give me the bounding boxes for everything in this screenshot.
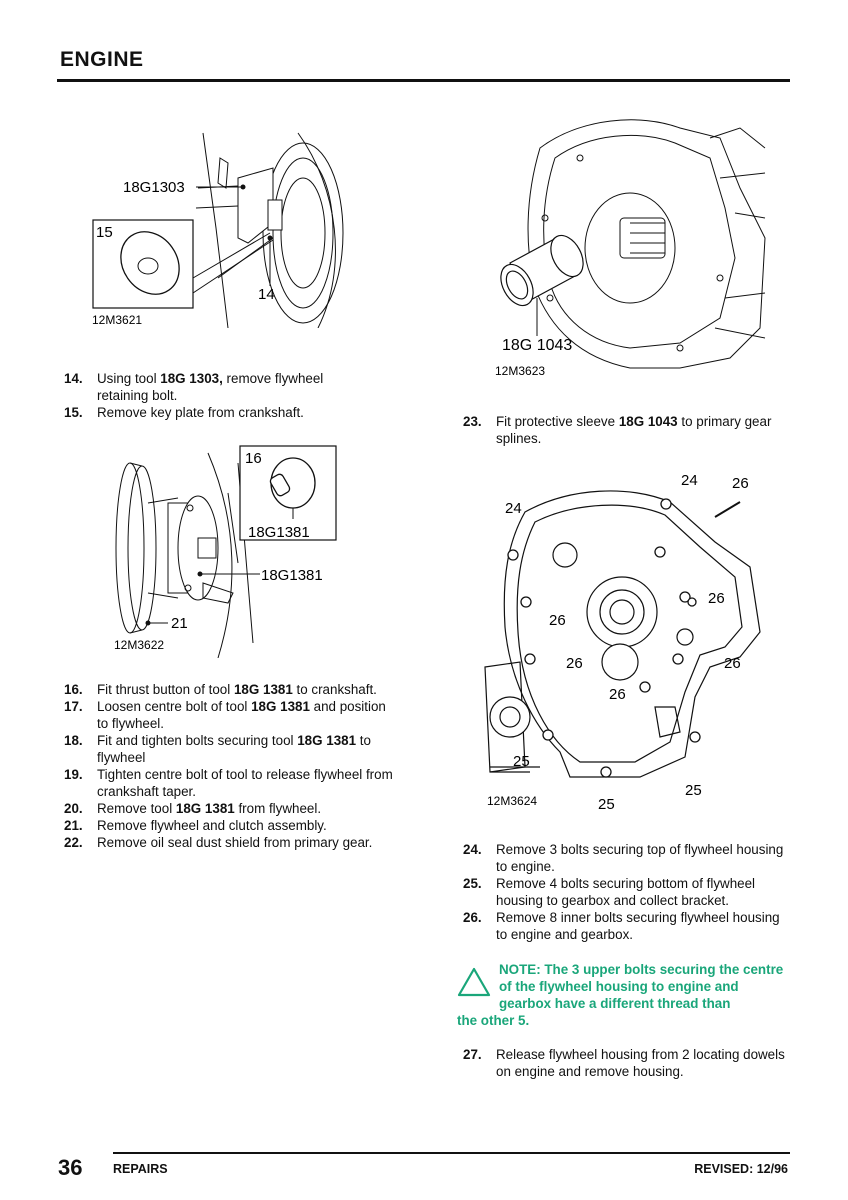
steps-27: 27.Release flywheel housing from 2 locat… bbox=[463, 1046, 788, 1080]
step-18: 18.Fit and tighten bolts securing tool 1… bbox=[64, 733, 371, 765]
note-text-end: the other 5. bbox=[457, 1013, 530, 1028]
page-number: 36 bbox=[58, 1155, 83, 1180]
step-14: 14.Using tool 18G 1303, remove flywheel … bbox=[64, 371, 324, 403]
note-text: NOTE: The 3 upper bolts securing the cen… bbox=[499, 962, 784, 1011]
step-20: 20.Remove tool 18G 1381 from flywheel. bbox=[64, 801, 322, 816]
callout-25b: 25 bbox=[685, 782, 702, 799]
step-22: 22.Remove oil seal dust shield from prim… bbox=[64, 835, 373, 850]
step-27: 27.Release flywheel housing from 2 locat… bbox=[463, 1047, 785, 1079]
step-15: 15.Remove key plate from crankshaft. bbox=[64, 405, 304, 420]
callout-15: 15 bbox=[96, 224, 113, 241]
tool-label-18G1303: 18G1303 bbox=[123, 179, 185, 196]
page-title: ENGINE bbox=[60, 48, 144, 71]
callout-26c: 26 bbox=[549, 612, 566, 629]
figure-id: 12M3624 bbox=[487, 794, 537, 808]
step-19: 19.Tighten centre bolt of tool to releas… bbox=[64, 767, 393, 799]
inset-tool-label: 18G1381 bbox=[248, 524, 310, 541]
figure-12M3622: 16 18G1381 18G1381 21 12M3622 bbox=[108, 443, 348, 658]
header-rule bbox=[57, 79, 790, 82]
callout-25a: 25 bbox=[513, 753, 530, 770]
callout-26d: 26 bbox=[566, 655, 583, 672]
callout-14: 14 bbox=[258, 286, 275, 303]
figure-id: 12M3621 bbox=[92, 313, 142, 327]
step-26: 26.Remove 8 inner bolts securing flywhee… bbox=[463, 910, 780, 942]
tool-label-18G1043: 18G 1043 bbox=[502, 337, 572, 354]
steps-16-22: 16.Fit thrust button of tool 18G 1381 to… bbox=[64, 681, 399, 851]
step-17: 17.Loosen centre bolt of tool 18G 1381 a… bbox=[64, 699, 386, 731]
callout-26b: 26 bbox=[708, 590, 725, 607]
figure-12M3623: 18G 1043 12M3623 bbox=[480, 118, 770, 383]
steps-14-15: 14.Using tool 18G 1303, remove flywheel … bbox=[64, 370, 354, 421]
callout-24a: 24 bbox=[681, 472, 698, 489]
callout-26f: 26 bbox=[609, 686, 626, 703]
caution-note: NOTE: The 3 upper bolts securing the cen… bbox=[457, 961, 787, 1029]
callout-21: 21 bbox=[171, 615, 188, 632]
figure-12M3621: 18G1303 15 14 12M3621 bbox=[88, 128, 368, 328]
steps-24-26: 24.Remove 3 bolts securing top of flywhe… bbox=[463, 841, 788, 943]
callout-25c: 25 bbox=[598, 796, 615, 813]
step-24: 24.Remove 3 bolts securing top of flywhe… bbox=[463, 842, 784, 874]
step-25: 25.Remove 4 bolts securing bottom of fly… bbox=[463, 876, 756, 908]
warning-triangle-icon bbox=[457, 967, 491, 1001]
callout-26e: 26 bbox=[724, 655, 741, 672]
figure-id: 12M3623 bbox=[495, 364, 545, 378]
figure-12M3624: 24 26 24 26 26 26 26 26 25 25 25 12M3624 bbox=[480, 467, 780, 817]
tool-label-18G1381: 18G1381 bbox=[261, 567, 323, 584]
footer-rule bbox=[113, 1152, 790, 1154]
step-21: 21.Remove flywheel and clutch assembly. bbox=[64, 818, 327, 833]
footer-revised: REVISED: 12/96 bbox=[694, 1162, 788, 1176]
callout-24b: 24 bbox=[505, 500, 522, 517]
step-16: 16.Fit thrust button of tool 18G 1381 to… bbox=[64, 682, 377, 697]
callout-26a: 26 bbox=[732, 475, 749, 492]
footer-section: REPAIRS bbox=[113, 1162, 168, 1176]
step-23: 23.Fit protective sleeve 18G 1043 to pri… bbox=[463, 414, 772, 446]
figure-id: 12M3622 bbox=[114, 638, 164, 652]
callout-16: 16 bbox=[245, 450, 262, 467]
steps-23: 23.Fit protective sleeve 18G 1043 to pri… bbox=[463, 413, 793, 447]
